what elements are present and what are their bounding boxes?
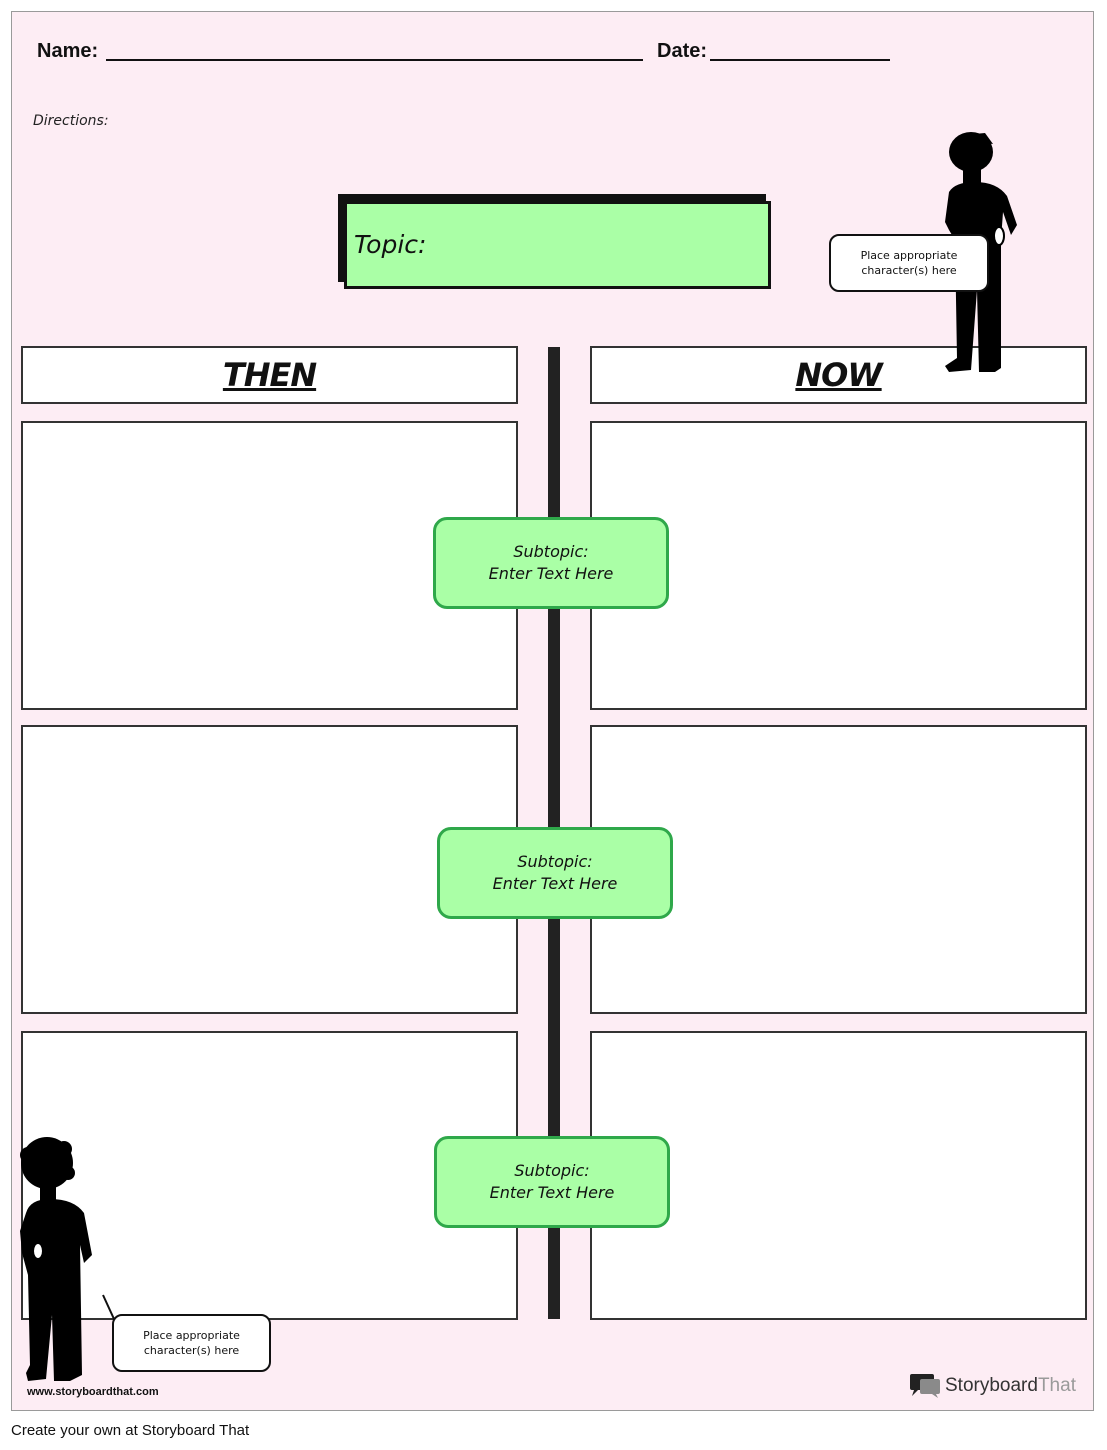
subtopic-placeholder: Enter Text Here [488, 564, 614, 583]
subtopic-label: Subtopic: [514, 1161, 590, 1180]
speech-bubbles-logo-icon [910, 1374, 940, 1398]
speech-bubble-top[interactable]: Place appropriate character(s) here [829, 234, 989, 292]
footer-url[interactable]: www.storyboardthat.com [27, 1386, 159, 1398]
bubble-text: Place appropriate [143, 1329, 240, 1342]
bubble-text: character(s) here [861, 264, 957, 277]
now-panel-3[interactable] [590, 1031, 1087, 1320]
name-field[interactable] [106, 59, 643, 61]
then-heading-box: THEN [21, 346, 518, 404]
bubble-text: character(s) here [143, 1344, 240, 1357]
subtopic-placeholder: Enter Text Here [489, 1183, 615, 1202]
now-panel-1[interactable] [590, 421, 1087, 710]
date-field[interactable] [710, 59, 890, 61]
then-panel-2[interactable] [21, 725, 518, 1014]
then-heading: THEN [222, 356, 317, 394]
now-heading-box: NOW [590, 346, 1087, 404]
subtopic-box-2[interactable]: Subtopic: Enter Text Here [437, 827, 673, 919]
subtopic-placeholder: Enter Text Here [492, 874, 618, 893]
topic-box[interactable]: Topic: [344, 201, 771, 289]
subtopic-box-1[interactable]: Subtopic: Enter Text Here [433, 517, 669, 609]
brand-name-part1: Storyboard [945, 1375, 1038, 1396]
topic-label: Topic: [354, 230, 427, 259]
subtopic-label: Subtopic: [517, 852, 593, 871]
bubble-text: Place appropriate [860, 249, 958, 262]
create-your-own-link[interactable]: Create your own at Storyboard That [11, 1422, 250, 1439]
character-silhouette-bottom[interactable] [14, 1135, 104, 1385]
subtopic-label: Subtopic: [513, 542, 589, 561]
subtopic-box-3[interactable]: Subtopic: Enter Text Here [434, 1136, 670, 1228]
directions-label: Directions: [33, 113, 109, 129]
brand-name-part2: That [1037, 1375, 1076, 1396]
name-label: Name: [37, 40, 99, 62]
now-heading: NOW [795, 356, 882, 394]
date-label: Date: [657, 40, 708, 62]
speech-bubble-bottom[interactable]: Place appropriate character(s) here [112, 1314, 271, 1372]
